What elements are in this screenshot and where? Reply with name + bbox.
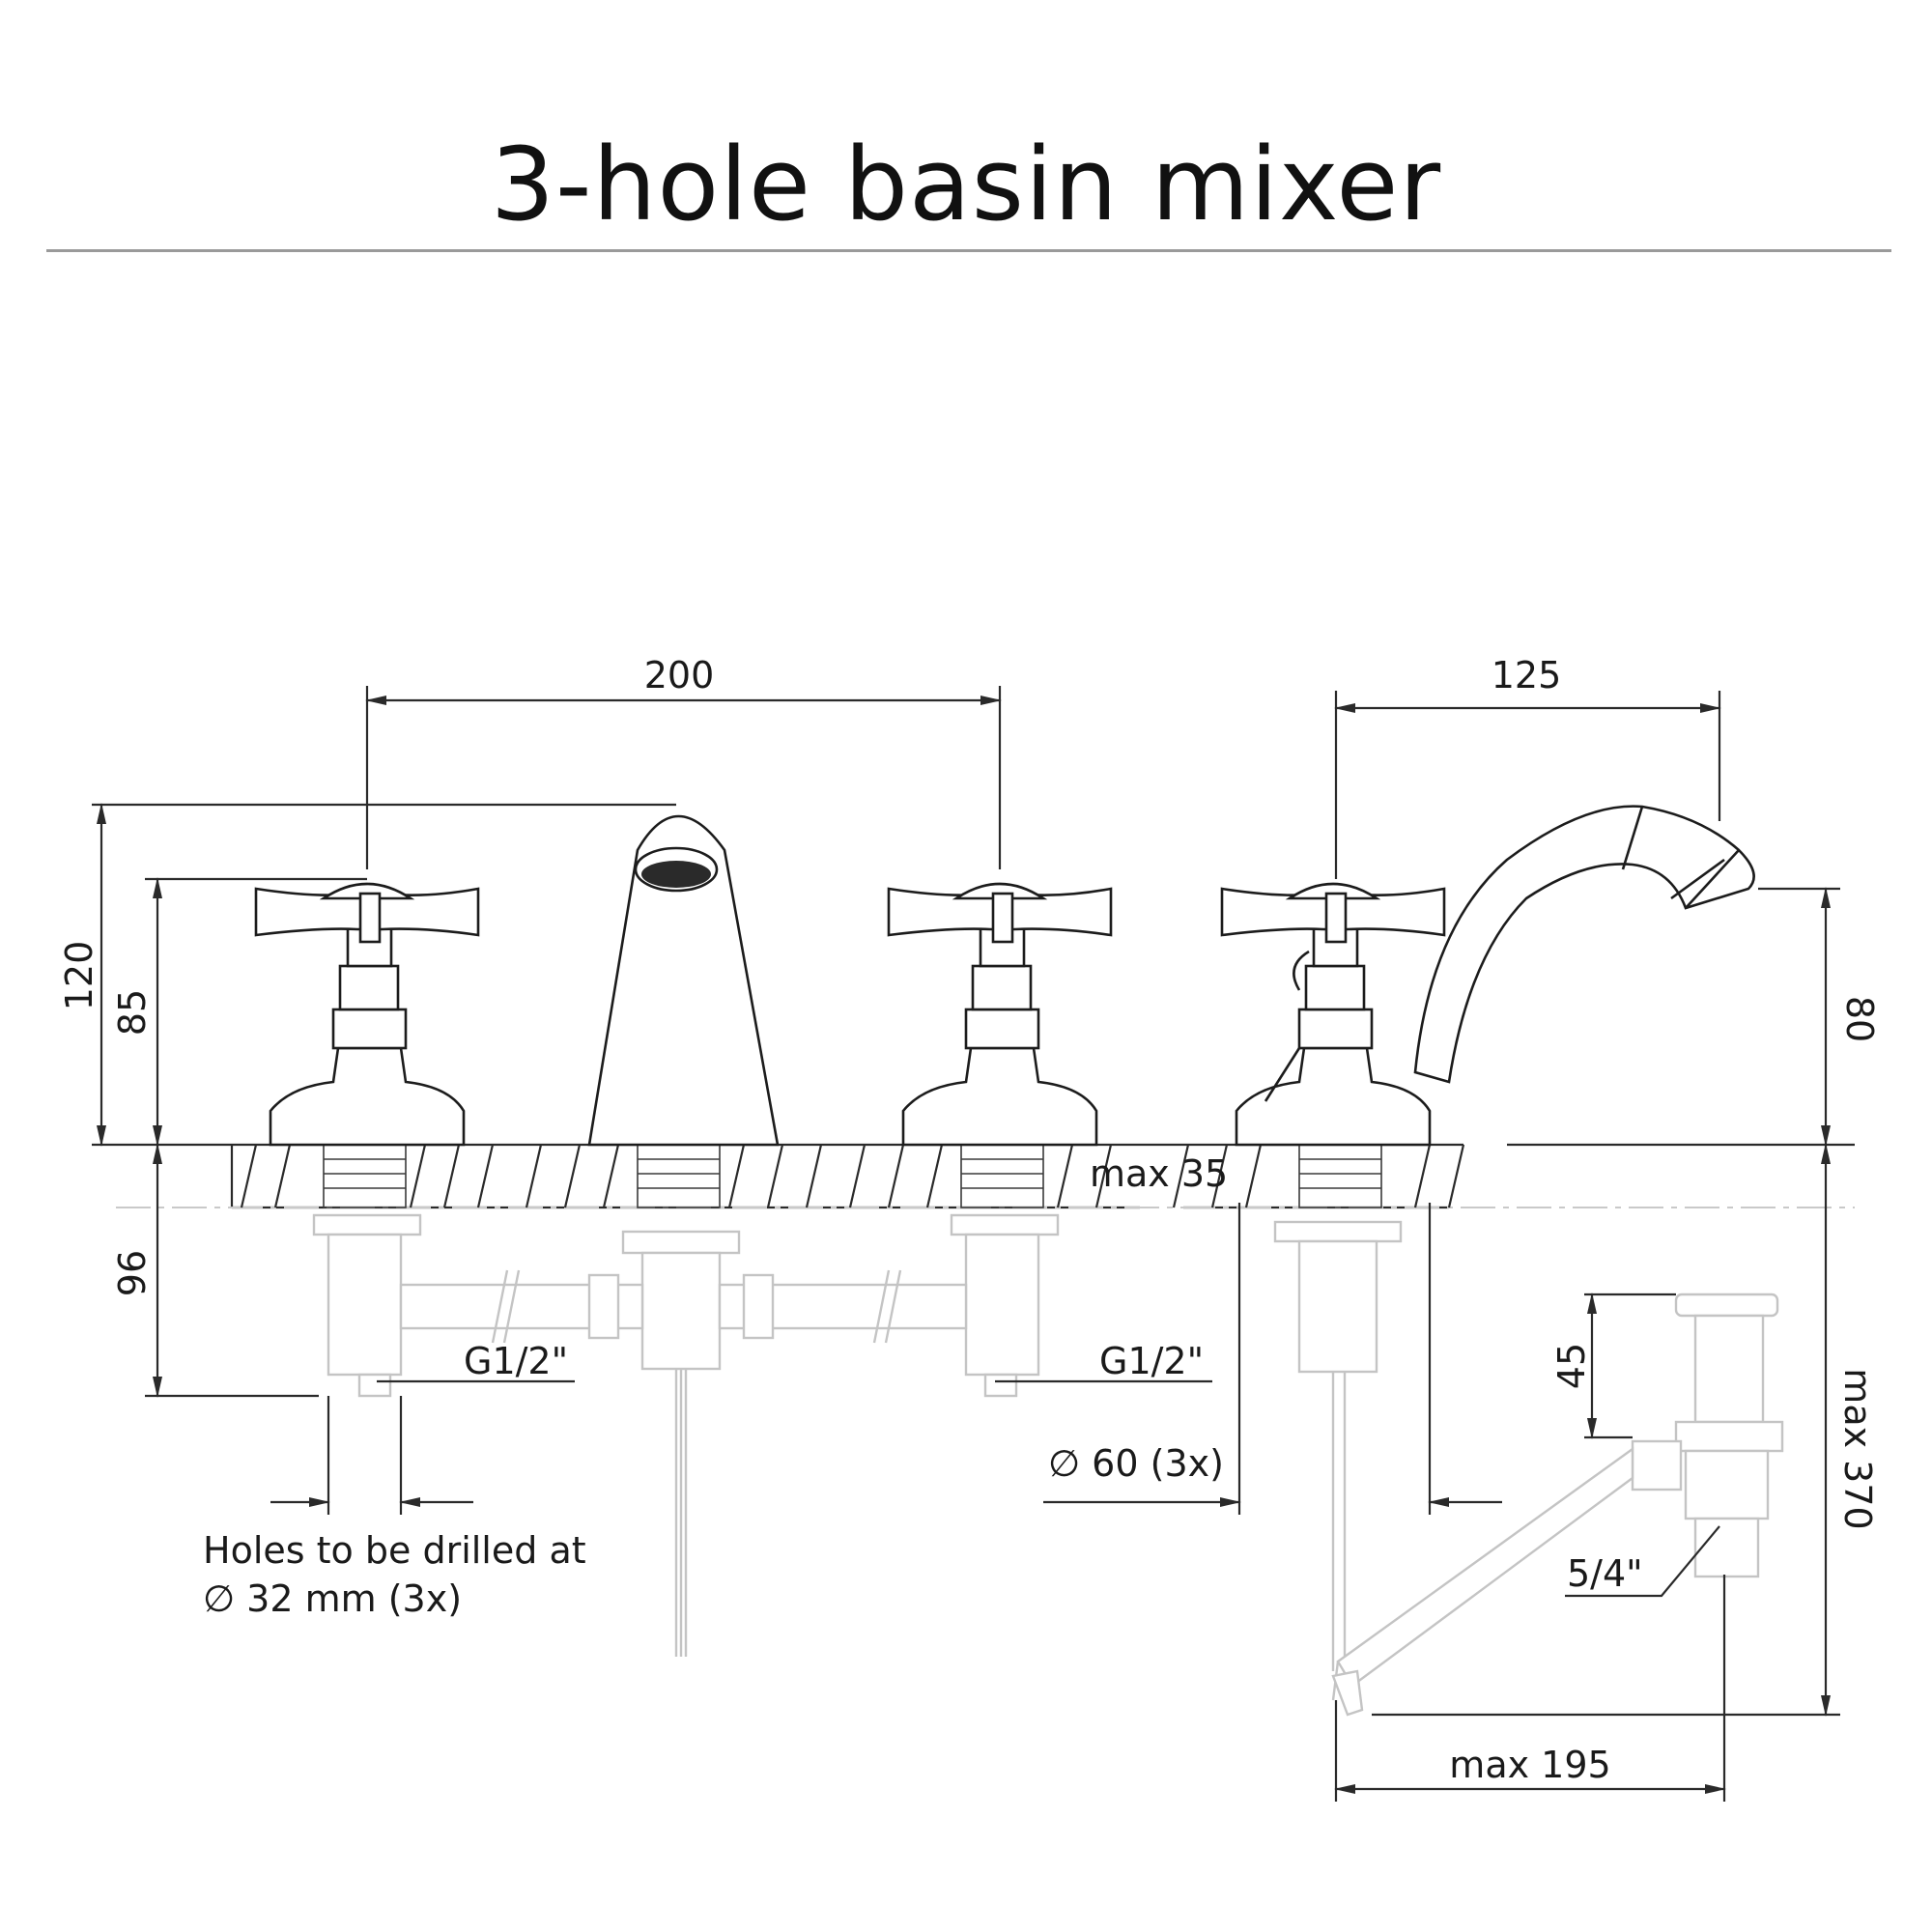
dim-5-4: 5/4" — [1567, 1552, 1643, 1595]
cross-handle-right — [887, 882, 1113, 1147]
dim-max-35: max 35 — [1090, 1152, 1228, 1195]
dim-max-195: max 195 — [1449, 1744, 1610, 1786]
dim-125: 125 — [1492, 654, 1562, 696]
dim-85: 85 — [111, 989, 154, 1036]
shank-threads — [323, 1144, 1382, 1208]
dim-200: 200 — [644, 654, 715, 696]
dim-diameter-60: ∅ 60 (3x) — [1048, 1442, 1224, 1485]
dim-120: 120 — [58, 941, 100, 1011]
dim-80: 80 — [1838, 996, 1881, 1042]
side-view-mixer — [1220, 805, 1755, 1147]
dim-96: 96 — [111, 1250, 154, 1296]
dim-45: 45 — [1550, 1343, 1593, 1389]
dim-max-370: max 370 — [1836, 1368, 1879, 1529]
holes-note-line2: ∅ 32 mm (3x) — [203, 1577, 462, 1620]
section-hatching — [240, 1144, 1465, 1208]
under-deck-plumbing — [312, 1213, 1784, 1717]
holes-note-line1: Holes to be drilled at — [203, 1529, 586, 1572]
countertop-section — [92, 1143, 1855, 1209]
cross-handle-left — [254, 882, 480, 1147]
title-divider — [46, 249, 1891, 252]
dimension-lines — [92, 686, 1840, 1802]
dim-thread-left: G1/2" — [464, 1340, 568, 1382]
central-spout — [587, 814, 780, 1147]
page-title: 3-hole basin mixer — [490, 126, 1442, 243]
dim-thread-right: G1/2" — [1099, 1340, 1204, 1382]
